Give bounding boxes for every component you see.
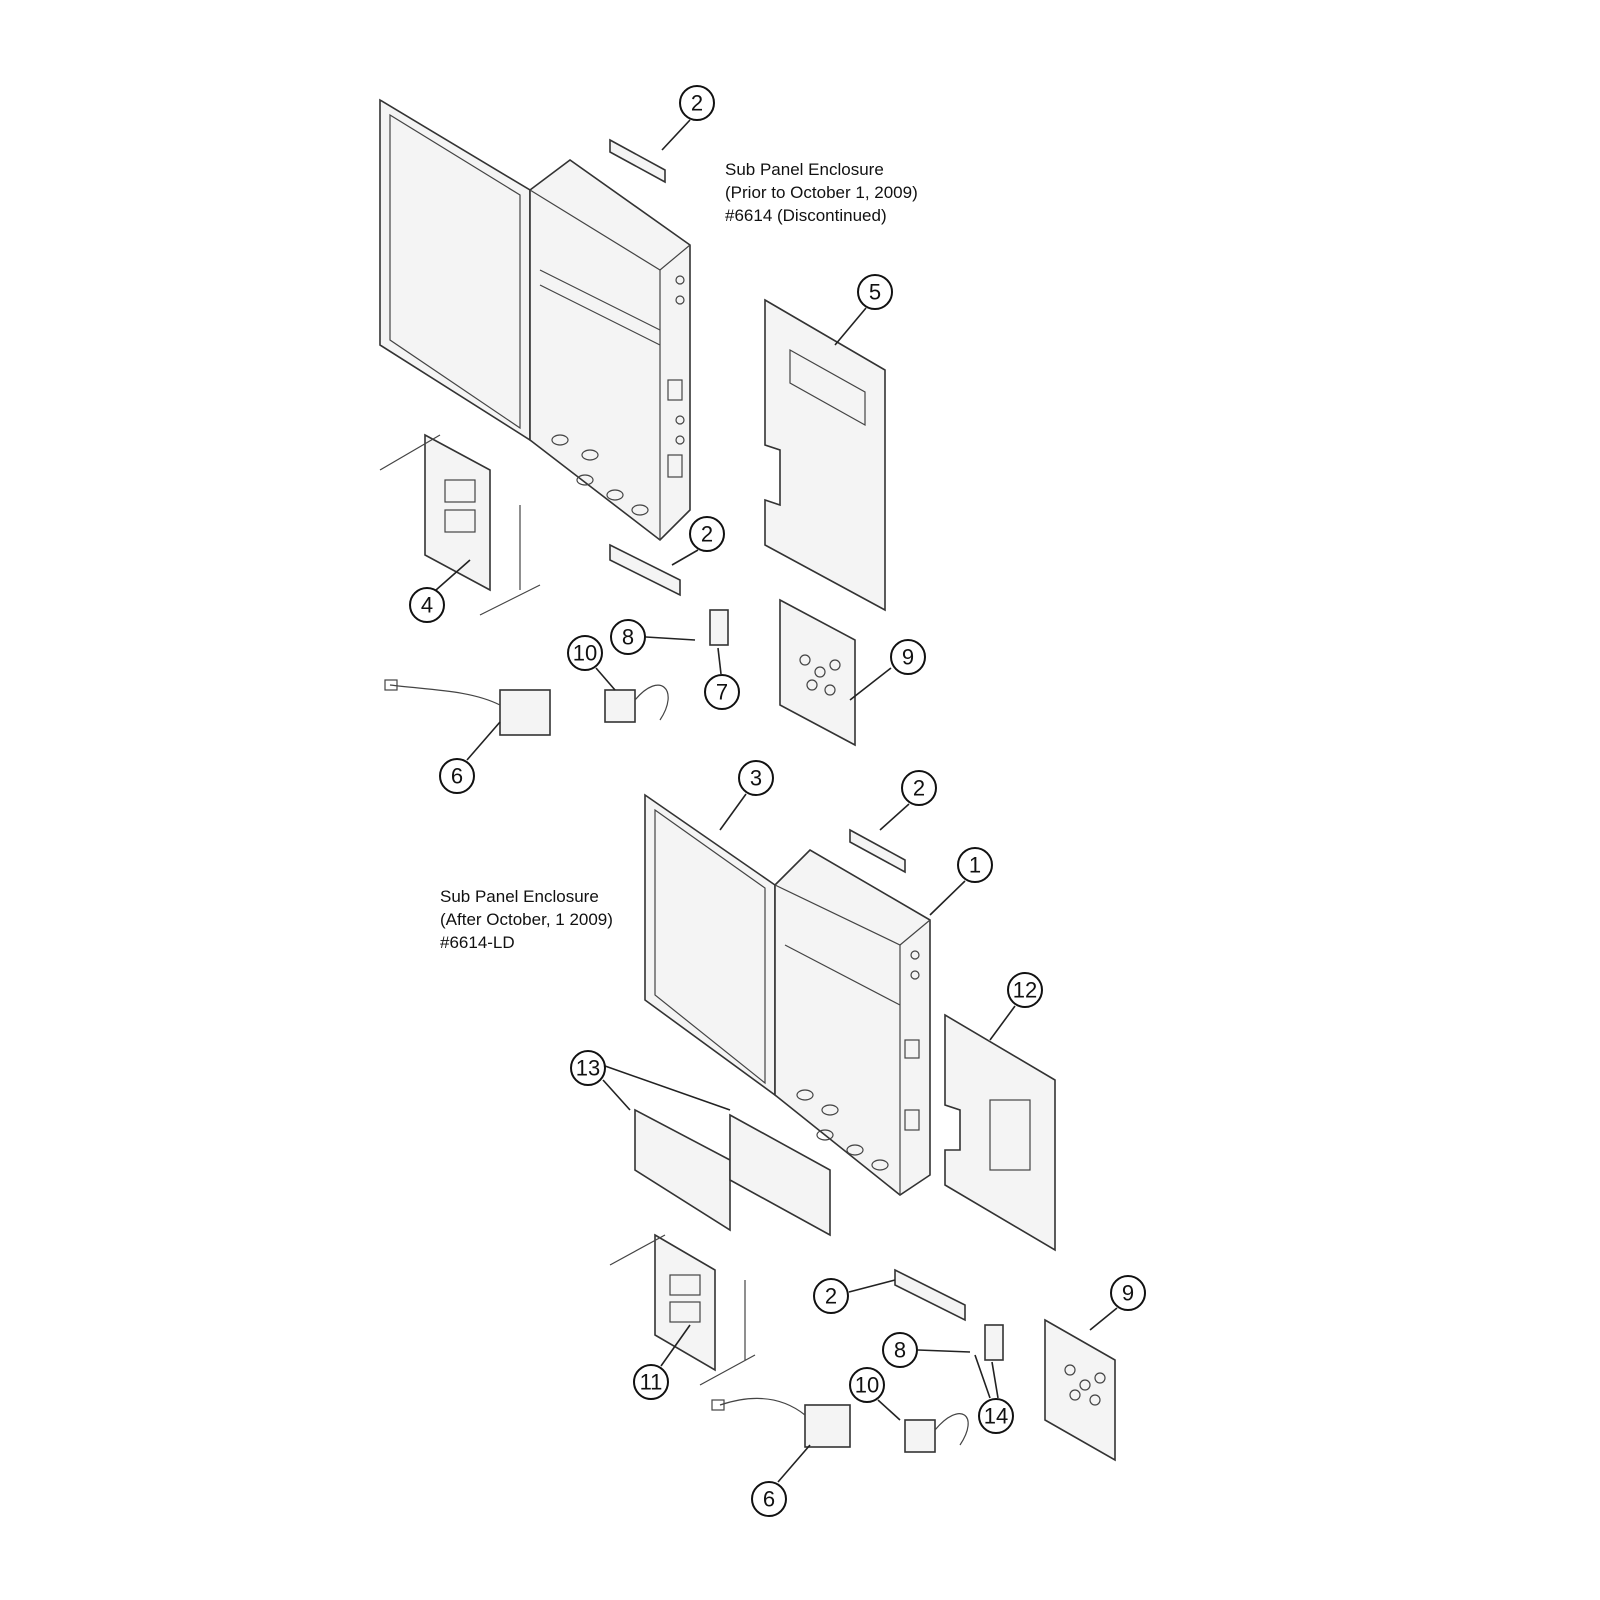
trim-pieces-bottom — [634, 1108, 831, 1237]
bottom-assembly — [609, 793, 1116, 1462]
svg-text:9: 9 — [902, 645, 914, 670]
svg-text:6: 6 — [763, 1487, 775, 1512]
svg-text:9: 9 — [1122, 1281, 1134, 1306]
callout-2: 2 — [679, 85, 715, 121]
relay-top — [604, 684, 669, 723]
fitting-kit-top — [779, 598, 856, 747]
callout-8: 8 — [882, 1332, 918, 1368]
callout-6: 6 — [439, 758, 475, 794]
svg-text:4: 4 — [421, 593, 433, 618]
dead-front-panel-top — [764, 298, 886, 612]
enclosure-box-bottom — [774, 848, 931, 1196]
bracket-bottom-1 — [849, 828, 906, 874]
svg-text:2: 2 — [691, 91, 703, 116]
door-top — [379, 98, 531, 442]
dead-front-panel-bottom — [944, 1013, 1056, 1252]
callout-14: 14 — [978, 1398, 1014, 1434]
callout-10: 10 — [849, 1367, 885, 1403]
svg-text:7: 7 — [716, 680, 728, 705]
callout-2: 2 — [813, 1278, 849, 1314]
caption-bottom-line2: (After October, 1 2009) — [440, 910, 613, 929]
caption-top: Sub Panel Enclosure (Prior to October 1,… — [725, 158, 918, 227]
caption-top-line3: #6614 (Discontinued) — [725, 206, 887, 225]
switch-plate-bottom — [984, 1324, 1004, 1361]
callout-9: 9 — [890, 639, 926, 675]
svg-text:2: 2 — [913, 776, 925, 801]
svg-text:10: 10 — [573, 641, 597, 666]
svg-text:11: 11 — [640, 1370, 663, 1395]
caption-bottom-line3: #6614-LD — [440, 933, 515, 952]
top-assembly — [379, 98, 886, 747]
transformer-bottom — [711, 1397, 851, 1448]
caption-bottom-line1: Sub Panel Enclosure — [440, 887, 599, 906]
bracket-top-2 — [609, 543, 681, 597]
transformer-top — [384, 679, 551, 736]
svg-text:3: 3 — [750, 766, 762, 791]
caption-top-line2: (Prior to October 1, 2009) — [725, 183, 918, 202]
callout-6: 6 — [751, 1481, 787, 1517]
callout-7: 7 — [704, 674, 740, 710]
breaker-mount-bottom — [609, 1233, 756, 1386]
callout-8: 8 — [610, 619, 646, 655]
callout-1: 1 — [957, 847, 993, 883]
svg-text:2: 2 — [701, 522, 713, 547]
relay-bottom — [904, 1413, 969, 1453]
svg-text:13: 13 — [576, 1056, 600, 1081]
callout-4: 4 — [409, 587, 445, 623]
fitting-kit-bottom — [1044, 1318, 1116, 1462]
leader-lines — [435, 119, 1118, 1483]
breaker-mount-top — [379, 433, 541, 616]
svg-text:5: 5 — [869, 280, 881, 305]
callout-13: 13 — [570, 1050, 606, 1086]
enclosure-box-top — [529, 159, 691, 542]
callout-11: 11 — [633, 1364, 669, 1400]
callout-10: 10 — [567, 635, 603, 671]
callout-2: 2 — [901, 770, 937, 806]
caption-bottom: Sub Panel Enclosure (After October, 1 20… — [440, 885, 613, 954]
svg-text:8: 8 — [894, 1338, 906, 1363]
caption-top-line1: Sub Panel Enclosure — [725, 160, 884, 179]
svg-text:14: 14 — [984, 1404, 1008, 1429]
callout-5: 5 — [857, 274, 893, 310]
bracket-top-1 — [609, 138, 666, 184]
svg-text:12: 12 — [1013, 978, 1037, 1003]
svg-text:8: 8 — [622, 625, 634, 650]
svg-text:1: 1 — [969, 853, 981, 878]
svg-text:6: 6 — [451, 764, 463, 789]
svg-text:10: 10 — [855, 1373, 879, 1398]
callout-3: 3 — [738, 760, 774, 796]
bracket-bottom-2 — [894, 1268, 966, 1322]
callout-2: 2 — [689, 516, 725, 552]
callout-12: 12 — [1007, 972, 1043, 1008]
door-bottom — [644, 793, 776, 1097]
switch-plate-top — [709, 609, 729, 646]
svg-text:2: 2 — [825, 1284, 837, 1309]
callout-9: 9 — [1110, 1275, 1146, 1311]
